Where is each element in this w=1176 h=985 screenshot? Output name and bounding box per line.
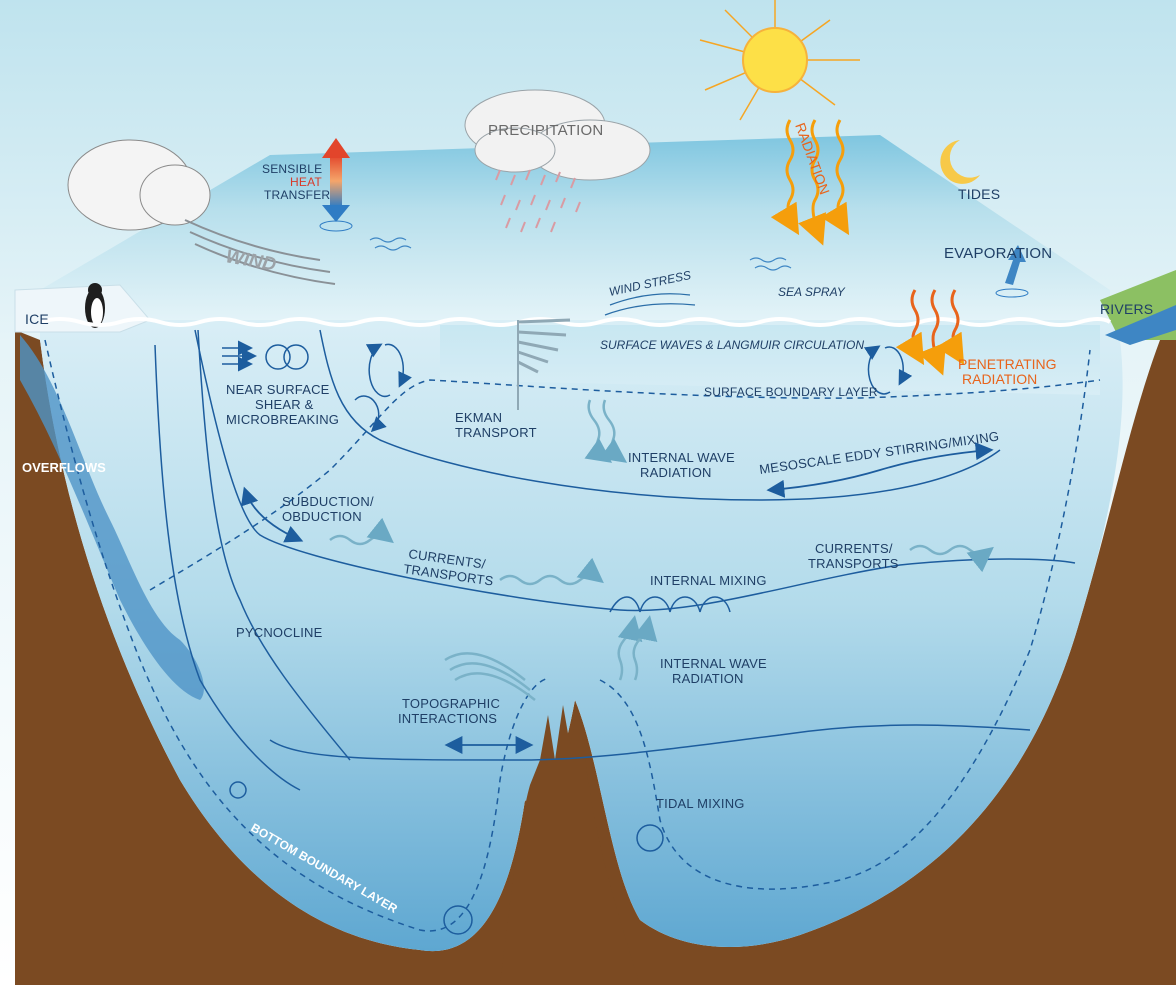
- sea-surface-line: [39, 317, 1112, 327]
- interactions-label: INTERACTIONS: [398, 711, 497, 726]
- wind-cloud-icon: [67, 139, 211, 231]
- internal-mixing-waves: [609, 596, 731, 613]
- wavy-arrows: [329, 399, 994, 701]
- radiation-lower-label: RADIATION: [672, 671, 744, 686]
- double-arrows: [241, 442, 994, 754]
- microbreaking-label: MICROBREAKING: [226, 412, 339, 427]
- tides-label: TIDES: [958, 186, 1000, 202]
- river-water: [1105, 305, 1176, 345]
- ekman-spiral: [517, 318, 571, 410]
- radiation-arrows: [770, 119, 850, 246]
- precipitation-cloud-icon: [464, 89, 651, 181]
- transfer-label: TRANSFER: [264, 188, 330, 202]
- precipitation-label: PRECIPITATION: [488, 122, 603, 139]
- near-surface-label: NEAR SURFACE: [226, 382, 330, 397]
- sea-surface-plane: [40, 135, 1110, 320]
- overflows-label: OVERFLOWS: [22, 460, 106, 475]
- penguin-icon: [85, 283, 105, 328]
- sensible-label: SENSIBLE: [262, 162, 322, 176]
- wind-stress-lines: [604, 293, 696, 316]
- pycnocline-label: PYCNOCLINE: [236, 625, 323, 640]
- circulation-arrows: [229, 343, 913, 935]
- rivers-label: RIVERS: [1100, 301, 1153, 317]
- topographic-label: TOPOGRAPHIC: [402, 696, 500, 711]
- near-surface-arrows: [222, 340, 257, 372]
- rain-drops: [495, 169, 581, 233]
- surface-boundary-layer-label: SURFACE BOUNDARY LAYER: [704, 385, 878, 399]
- obduction-label: OBDUCTION: [282, 509, 362, 524]
- sun-icon: [699, 0, 860, 121]
- evaporation-arrow: [995, 245, 1029, 298]
- radiation-upper-label: RADIATION: [640, 465, 712, 480]
- heat-label: HEAT: [290, 175, 322, 189]
- ice-label: ICE: [25, 311, 49, 327]
- shear-label: SHEAR &: [255, 397, 314, 412]
- penetrating-radiation-label: RADIATION: [962, 371, 1037, 387]
- internal-wave-lower-label: INTERNAL WAVE: [660, 656, 767, 671]
- subduction-label: SUBDUCTION/: [282, 494, 374, 509]
- tidal-mixing-label: TIDAL MIXING: [656, 796, 745, 811]
- transports-right-label: TRANSPORTS: [808, 556, 899, 571]
- ekman-label: EKMAN: [455, 410, 502, 425]
- moon-icon: [940, 140, 980, 184]
- wind-lines: [184, 219, 336, 285]
- penetrating-label: PENETRATING: [958, 356, 1057, 372]
- surface-ripples: [369, 237, 792, 271]
- sea-spray-label: SEA SPRAY: [778, 285, 846, 299]
- penetrating-radiation-arrows: [895, 289, 965, 376]
- ekman-transport-label: TRANSPORT: [455, 425, 537, 440]
- internal-wave-upper-label: INTERNAL WAVE: [628, 450, 735, 465]
- internal-mixing-label: INTERNAL MIXING: [650, 573, 767, 588]
- seamount: [500, 705, 640, 985]
- sensible-heat-arrow: [319, 138, 353, 232]
- evaporation-label: EVAPORATION: [944, 245, 1052, 262]
- currents-right-label: CURRENTS/: [815, 541, 893, 556]
- surface-waves-label: SURFACE WAVES & LANGMUIR CIRCULATION: [600, 338, 864, 352]
